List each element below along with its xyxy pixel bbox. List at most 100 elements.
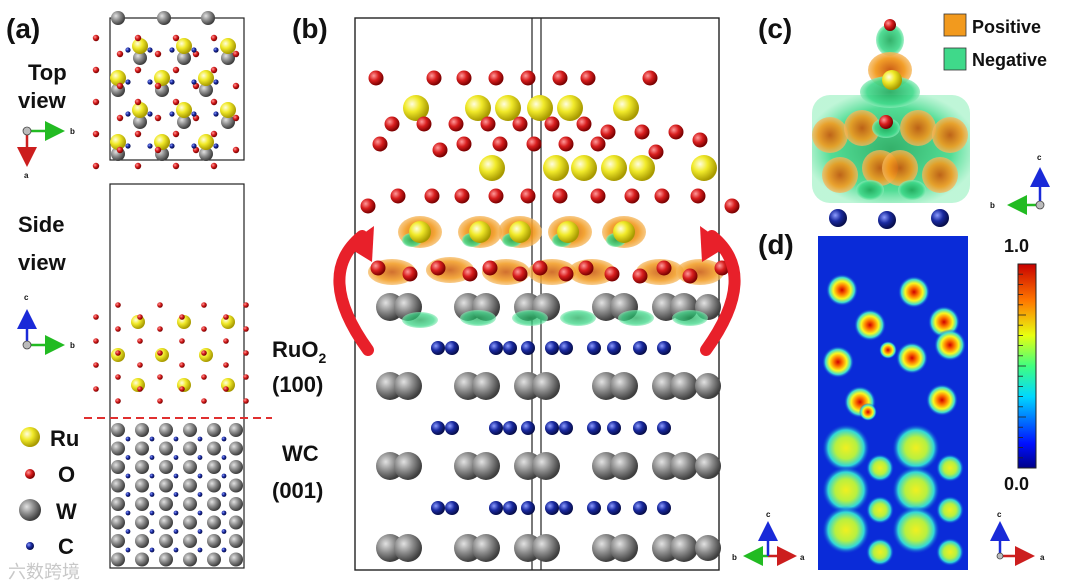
axis-label-c: c xyxy=(997,510,1002,519)
o-atom xyxy=(172,162,180,170)
ru-atom xyxy=(469,221,491,243)
w-atom xyxy=(159,423,173,437)
o-atom xyxy=(134,98,142,106)
o-atom xyxy=(654,188,670,204)
o-atom xyxy=(223,386,229,392)
slab-atoms xyxy=(360,70,740,562)
ru-atom xyxy=(155,348,169,362)
o-atom xyxy=(372,136,388,152)
w-atom xyxy=(183,534,197,548)
c-atom xyxy=(125,143,131,149)
c-atom xyxy=(169,47,175,53)
o-atom xyxy=(134,34,142,42)
o-atom xyxy=(426,70,442,86)
w-atom xyxy=(183,478,197,493)
o-atom xyxy=(580,70,596,86)
o-atom xyxy=(482,260,498,276)
c-atom xyxy=(125,492,131,497)
c-atom xyxy=(545,341,559,355)
o-atom xyxy=(384,116,400,132)
c-atom xyxy=(173,455,179,460)
c-atom xyxy=(633,341,647,355)
w-atom xyxy=(695,453,721,479)
o-atom xyxy=(210,98,218,106)
o-atom xyxy=(488,70,504,86)
axes-top-view: b a xyxy=(17,121,75,180)
elf-high-region xyxy=(892,506,940,554)
panel-c-letter: (c) xyxy=(758,13,792,44)
c-atom xyxy=(125,547,131,553)
o-atom xyxy=(558,136,574,152)
o-atom xyxy=(154,82,162,90)
panel-b-letter: (b) xyxy=(292,13,328,44)
w-atom xyxy=(133,51,147,65)
o-atom xyxy=(223,362,229,368)
w-atom xyxy=(135,460,149,474)
w-atom xyxy=(670,534,698,562)
positive-charge-isosurface xyxy=(922,157,958,193)
c-atom xyxy=(587,501,601,515)
o-atom xyxy=(137,362,143,368)
o-atom xyxy=(424,188,440,204)
w-atom xyxy=(111,478,125,493)
w-atom xyxy=(207,552,221,567)
w-atom xyxy=(177,51,191,65)
c-atom xyxy=(489,501,503,515)
w-atom xyxy=(111,534,125,548)
w-atom xyxy=(183,423,197,437)
c-atom xyxy=(147,143,153,149)
c-atom xyxy=(147,47,153,53)
axis-label-b: b xyxy=(70,127,75,136)
colorbar-min-label: 0.0 xyxy=(1004,474,1029,494)
w-atom xyxy=(207,534,221,548)
w-atom xyxy=(183,515,197,530)
o-atom xyxy=(360,198,376,214)
c-atom xyxy=(489,421,503,435)
c-atom xyxy=(587,421,601,435)
c-atom xyxy=(197,455,203,460)
c-atom xyxy=(191,143,197,149)
c-atom xyxy=(197,436,203,442)
w-atom xyxy=(221,51,235,65)
o-atom xyxy=(512,266,528,282)
o-atom xyxy=(157,350,163,356)
panel-a-letter: (a) xyxy=(6,13,40,44)
c-atom xyxy=(213,79,219,85)
o-atom xyxy=(137,314,143,320)
c-atom xyxy=(213,111,219,117)
c-atom xyxy=(657,341,671,355)
o-atom xyxy=(590,188,606,204)
w-atom xyxy=(111,552,125,567)
c-atom xyxy=(221,529,227,534)
o-atom xyxy=(544,116,560,132)
w-atom xyxy=(199,83,213,97)
o-atom xyxy=(370,260,386,276)
panel-d: (d) 1.0 0.0 b c a a c xyxy=(732,229,1045,570)
negative-charge-isosurface xyxy=(512,310,548,326)
o-atom xyxy=(558,266,574,282)
elf-high-region xyxy=(822,346,854,378)
side-view-label-line1: Side xyxy=(18,212,64,237)
c-atom xyxy=(633,421,647,435)
ru-atom xyxy=(613,95,639,121)
elf-map-features xyxy=(822,274,966,566)
c-atom xyxy=(191,47,197,53)
c-atom xyxy=(221,436,227,442)
o-atom xyxy=(656,260,672,276)
o-atom xyxy=(172,130,180,138)
c-atom xyxy=(559,421,573,435)
w-atom xyxy=(229,478,243,493)
w-atom xyxy=(111,515,125,530)
o-atom xyxy=(624,188,640,204)
supercell-box xyxy=(354,17,720,571)
panel-d-letter: (d) xyxy=(758,229,794,260)
c-atom xyxy=(125,510,131,516)
w-atom xyxy=(183,552,197,567)
o-atom xyxy=(210,34,218,42)
ru-atom xyxy=(629,155,655,181)
o-atom xyxy=(134,162,142,170)
elf-high-region xyxy=(866,454,894,482)
w-atom xyxy=(159,441,173,456)
ru-atom xyxy=(199,348,213,362)
o-atom xyxy=(179,386,185,392)
